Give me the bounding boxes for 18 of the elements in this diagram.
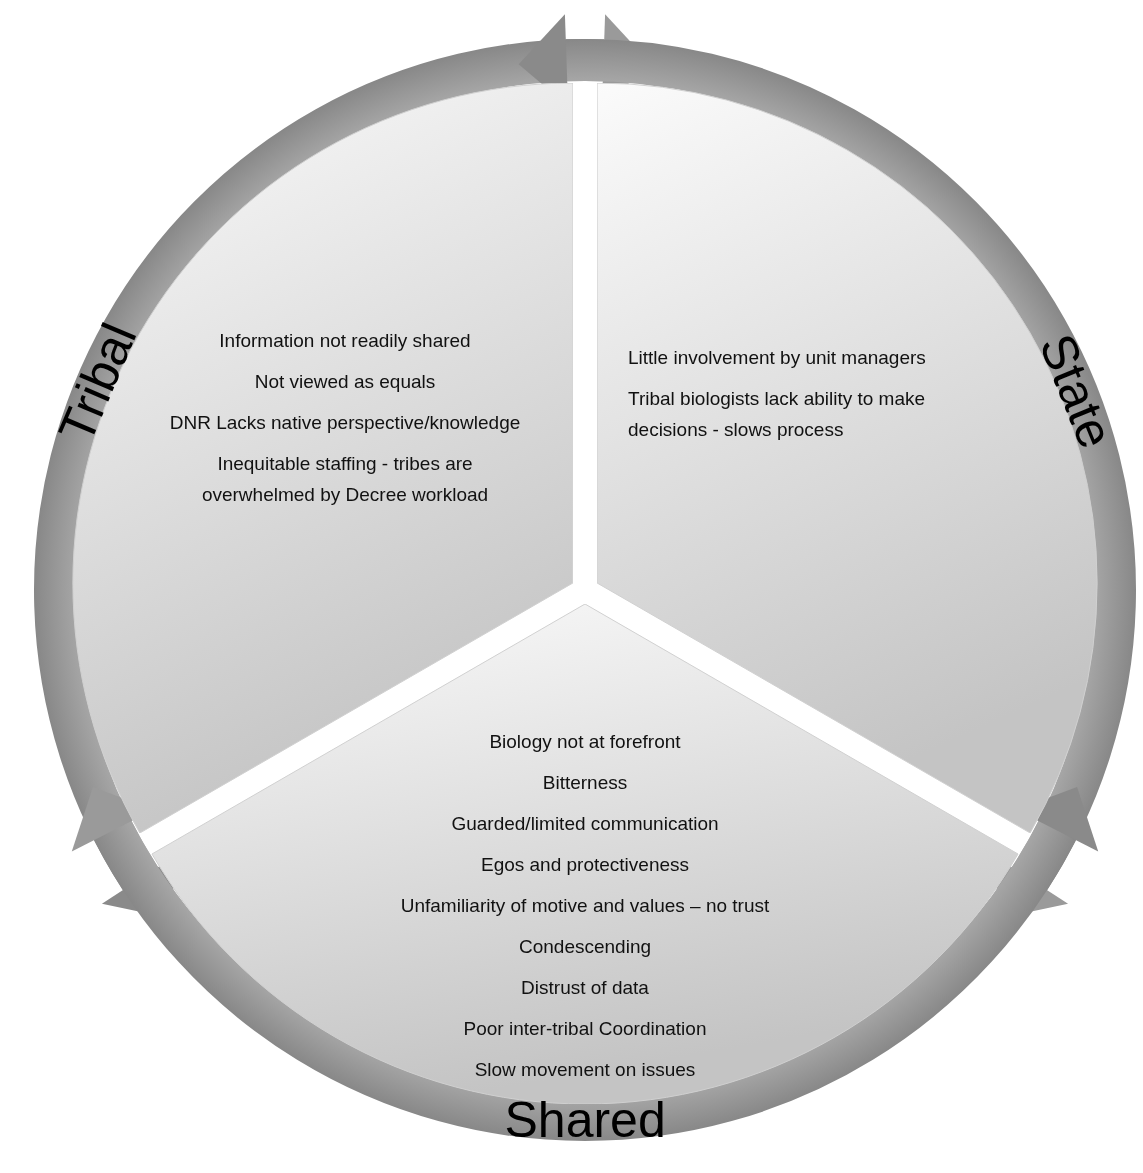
statement-text: Tribal biologists lack ability to make decisions - slows process (628, 387, 927, 442)
arrow-label: Shared (504, 1092, 666, 1148)
statement-text: Inequitable staffing - tribes are overwhelmed by Decree workload (200, 452, 490, 507)
statement-text: Condescending (517, 935, 652, 959)
statement-text: Poor inter-tribal Coordination (462, 1017, 708, 1041)
statement-text: Guarded/limited communication (450, 812, 720, 836)
arrow-label: State (1028, 326, 1125, 457)
statement-text: Not viewed as equals (253, 370, 437, 394)
statement-text: Little involvement by unit managers (628, 346, 927, 370)
statement-text: Information not readily shared (218, 329, 472, 353)
statement-text: Egos and protectiveness (479, 853, 691, 877)
statement-text: Unfamiliarity of motive and values – no trust (399, 894, 771, 918)
statement-text: DNR Lacks native perspective/knowledge (168, 411, 522, 435)
statement-text: Slow movement on issues (473, 1058, 697, 1082)
statement-text: Biology not at forefront (488, 730, 682, 754)
statement-text: Distrust of data (520, 976, 650, 1000)
statement-text: Bitterness (541, 771, 629, 795)
arrow-label: Tribal (47, 315, 148, 451)
